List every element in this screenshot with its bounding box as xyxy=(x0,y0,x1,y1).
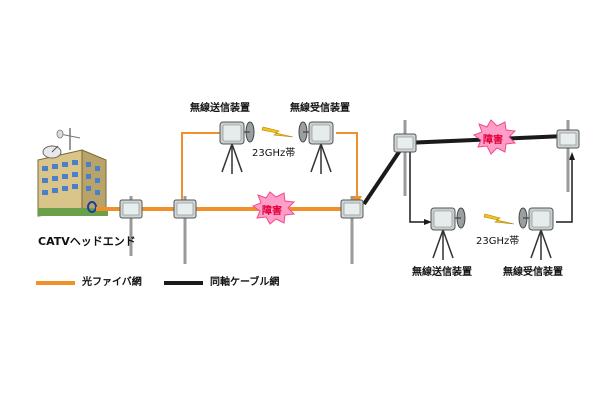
label-tx-bottom: 無線送信装置 xyxy=(412,267,472,278)
amplifier-poles xyxy=(119,120,580,264)
fiber-branch-up xyxy=(181,132,222,209)
label-tx-top: 無線送信装置 xyxy=(190,103,250,114)
coax-branch-left xyxy=(409,152,428,223)
amplifier-pole-4 xyxy=(393,120,417,196)
amplifier-pole-3 xyxy=(340,196,364,264)
label-band-bottom: 23GHz帯 xyxy=(476,236,520,247)
legend-coax-label: 同軸ケーブル網 xyxy=(210,277,280,288)
wireless-link-bolt-bottom xyxy=(483,213,515,225)
fault-burst-right xyxy=(472,119,517,155)
wireless-devices xyxy=(219,121,554,260)
label-rx-top: 無線受信装置 xyxy=(290,103,350,114)
wireless-transmitter-top xyxy=(219,121,255,174)
wireless-transmitter-bottom xyxy=(430,207,466,260)
fiber-branch-down xyxy=(336,132,358,199)
label-band-top: 23GHz帯 xyxy=(252,148,296,159)
wireless-receiver-bottom xyxy=(518,207,554,260)
label-fault-right: 障害 xyxy=(483,135,503,146)
headend-building xyxy=(37,128,108,217)
amplifier-pole-1 xyxy=(119,196,143,256)
fault-burst-left xyxy=(251,191,296,225)
wireless-receiver-top xyxy=(298,121,334,174)
amplifier-pole-2 xyxy=(173,196,197,264)
label-headend: CATVヘッドエンド xyxy=(38,235,136,248)
amplifier-pole-5 xyxy=(556,120,580,192)
label-rx-bottom: 無線受信装置 xyxy=(503,267,563,278)
coax-branch-right xyxy=(556,156,573,223)
label-fault-left: 障害 xyxy=(262,206,282,217)
wireless-link-bolt-top xyxy=(261,126,294,138)
legend-fiber-label: 光ファイバ網 xyxy=(82,277,142,288)
